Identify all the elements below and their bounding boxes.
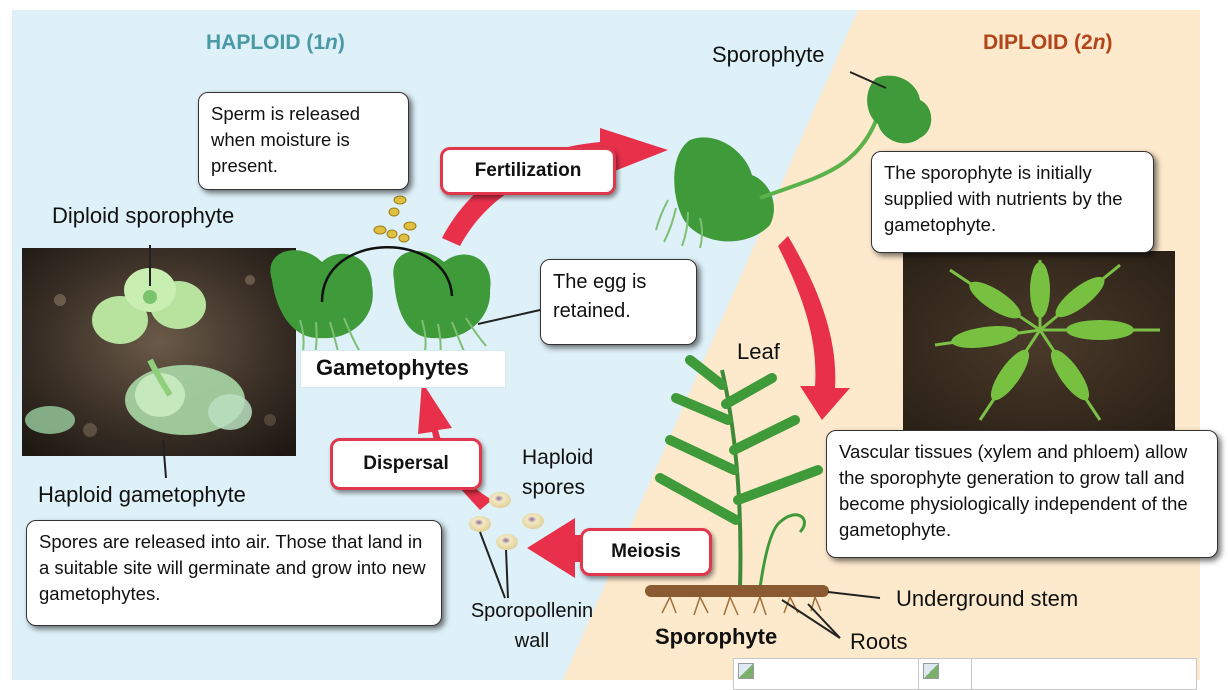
haploid-heading: HAPLOID (1n) — [206, 31, 345, 54]
young-sporophyte-illustration — [655, 75, 932, 249]
haploid-gametophyte-label: Haploid gametophyte — [38, 482, 246, 507]
fern-sporophyte-illustration — [645, 355, 829, 616]
image-placeholder-frame — [971, 658, 1197, 690]
nutrients-callout: The sporophyte is initially supplied wit… — [871, 151, 1154, 253]
fertilization-step: Fertilization — [440, 147, 616, 195]
meiosis-step: Meiosis — [580, 528, 712, 576]
underground-stem-label: Underground stem — [896, 586, 1079, 611]
diploid-heading: DIPLOID (2n) — [983, 31, 1113, 54]
roots-label: Roots — [850, 629, 908, 654]
leaf-label: Leaf — [737, 339, 780, 364]
spores-callout: Spores are released into air. Those that… — [26, 520, 442, 626]
broken-image-placeholder — [733, 658, 919, 690]
vascular-callout: Vascular tissues (xylem and phloem) allo… — [826, 430, 1218, 558]
underground-stem-shape — [645, 585, 829, 597]
seedling-photo — [22, 248, 296, 456]
egg-callout: The egg is retained. — [540, 259, 697, 345]
sperm-callout: Sperm is released when moisture is prese… — [198, 92, 409, 190]
sporophyte-top-label: Sporophyte — [712, 42, 825, 67]
gametophytes-label: Gametophytes — [300, 350, 506, 388]
sporophyte-bottom-label: Sporophyte — [655, 624, 778, 649]
spores-illustration — [469, 492, 544, 550]
broken-image-placeholder — [918, 658, 972, 690]
broken-image-icon — [923, 663, 939, 679]
fern-photo — [903, 251, 1175, 431]
diploid-sporophyte-label: Diploid sporophyte — [52, 203, 235, 228]
broken-image-icon — [738, 663, 754, 679]
dispersal-step: Dispersal — [330, 438, 482, 490]
